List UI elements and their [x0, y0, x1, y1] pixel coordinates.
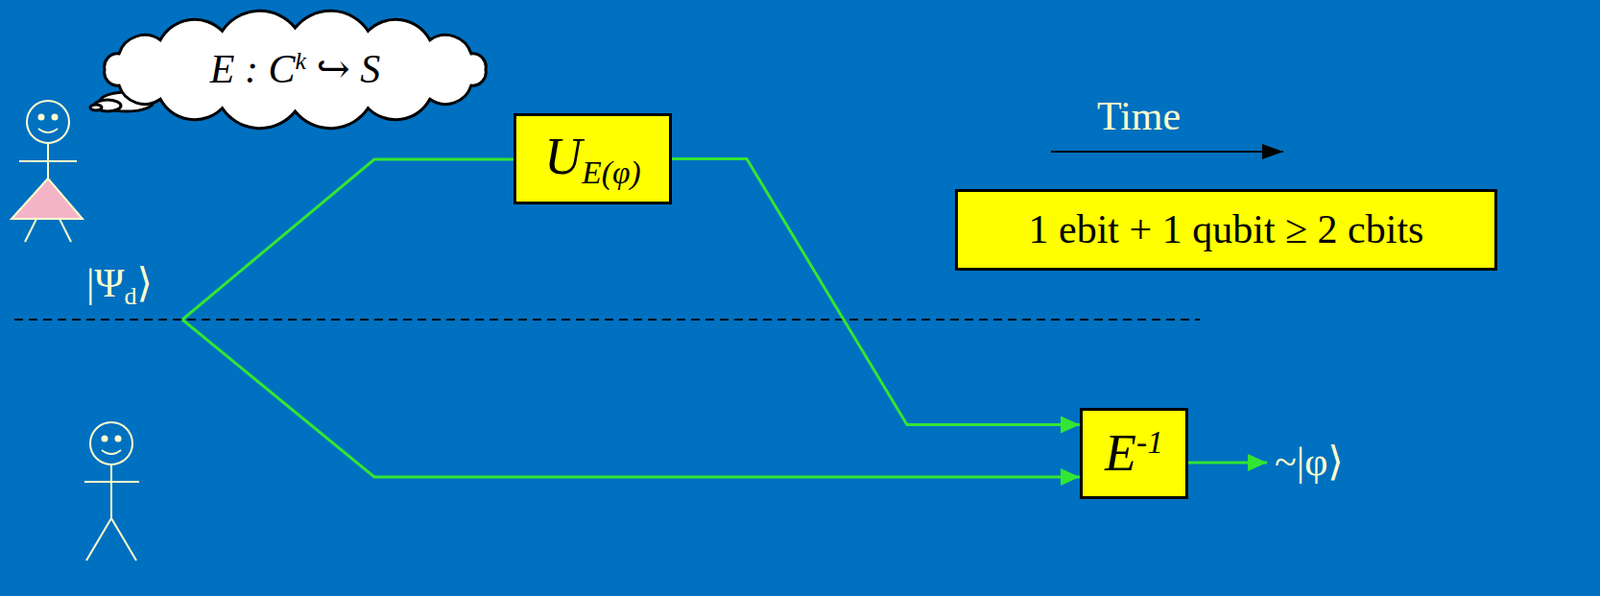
bob-figure [84, 422, 140, 561]
superscript: k [294, 47, 307, 75]
state-label: |Ψd⟩ [86, 259, 153, 311]
arms [19, 160, 77, 163]
entangled-line-bob [182, 319, 1080, 478]
arms [84, 480, 140, 483]
text-run: Time [1097, 94, 1181, 139]
cloud-shape [104, 10, 487, 128]
text-run: ↪ S [306, 47, 381, 92]
node-text-group: E : Ck ↪ S [210, 46, 381, 93]
output-state-label: ~|φ⟩ [1274, 437, 1344, 486]
unitary-box: UE(φ) [513, 113, 672, 205]
node-text: E : Ck ↪ S [210, 46, 381, 93]
node-text-group: E-1 [1104, 423, 1164, 483]
leg [24, 218, 37, 242]
head [90, 422, 133, 465]
eye [116, 436, 121, 442]
thought-bubble [90, 104, 102, 111]
output-arrow [1188, 461, 1267, 465]
eye [52, 115, 58, 120]
node-text-group: 1 ebit + 1 qubit ≥ 2 cbits [1028, 206, 1425, 253]
text-run: ⟩ [136, 261, 152, 306]
eye [102, 436, 108, 442]
subscript: E(φ) [581, 154, 641, 191]
text-run: E : C [210, 47, 296, 92]
text-run: 1 ebit + 1 qubit ≥ 2 cbits [1028, 207, 1425, 252]
entangled-line-alice [182, 159, 514, 320]
node-text: UE(φ) [544, 126, 641, 192]
head [26, 100, 70, 144]
skirt-triangle [11, 178, 83, 219]
time-label: Time [1097, 92, 1181, 141]
body [110, 464, 113, 519]
text-run: ~|φ⟩ [1274, 439, 1344, 484]
node-text: 1 ebit + 1 qubit ≥ 2 cbits [1028, 206, 1425, 253]
thought-cloud: E : Ck ↪ S [91, 14, 500, 125]
subscript: d [123, 282, 137, 311]
eye [39, 115, 45, 120]
time-arrow [1050, 150, 1284, 153]
text-run: |Ψ [86, 261, 124, 306]
mouth [101, 450, 121, 454]
resource-box: 1 ebit + 1 qubit ≥ 2 cbits [955, 189, 1498, 271]
text-run: E [1104, 424, 1137, 482]
alice-figure [11, 100, 83, 242]
node-text: E-1 [1104, 423, 1164, 483]
decoder-box: E-1 [1079, 407, 1189, 500]
leg [59, 218, 72, 242]
separator-line [14, 318, 1200, 321]
leg [86, 518, 112, 561]
leg [111, 518, 137, 561]
text-run: U [544, 127, 582, 186]
node-text-group: UE(φ) [544, 126, 641, 192]
superscript: -1 [1136, 424, 1164, 460]
mouth [38, 128, 58, 133]
